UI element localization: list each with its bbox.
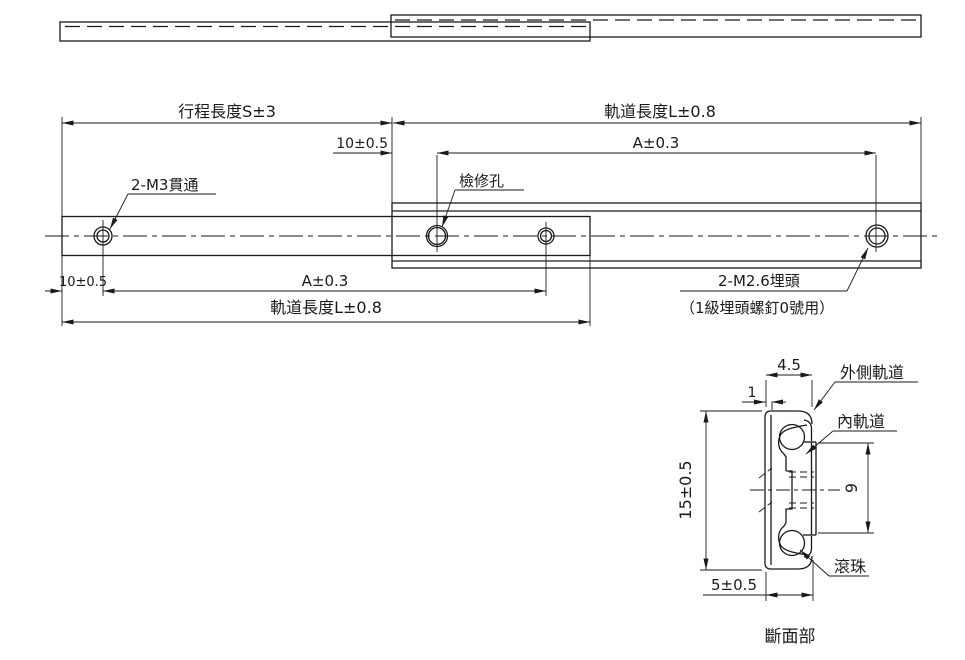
label-m26-note: （1級埋頭螺釘0號用） [680, 299, 834, 317]
dim-offset-top: 10±0.5 [336, 136, 388, 152]
plan-extension-lines [61, 117, 922, 326]
top-view-inner-rail [59, 21, 591, 42]
hole-m26-countersunk [865, 224, 889, 248]
plan-dimension-lines [45, 120, 921, 325]
label-ball: 滾珠 [834, 557, 866, 576]
plan-outer-rail [391, 202, 922, 269]
dim-section-lip: 1 [748, 385, 757, 401]
dim-section-height: 15±0.5 [676, 460, 695, 519]
dim-section-width-top: 4.5 [777, 356, 801, 374]
section-ball-top [778, 423, 806, 451]
dim-section-width-bottom: 5±0.5 [711, 576, 757, 594]
dim-stroke-length: 行程長度S±3 [178, 102, 276, 121]
dim-offset-bottom: 10±0.5 [59, 275, 107, 290]
label-m26-countersunk: 2-M2.6埋頭 [718, 272, 800, 290]
section-ball-bottom [778, 529, 806, 557]
section-hidden-lines [758, 467, 814, 513]
label-outer-rail: 外側軌道 [840, 363, 904, 382]
dim-pitch-bottom: A±0.3 [302, 272, 349, 290]
dim-section-inner-height: 9 [842, 483, 861, 493]
label-m3-through: 2-M3貫通 [131, 176, 198, 194]
section-caption: 斷面部 [765, 627, 816, 647]
section-inner-rail [803, 419, 817, 558]
label-inspection-hole: 檢修孔 [459, 172, 504, 190]
dim-rail-length-top: 軌道長度L±0.8 [604, 102, 716, 121]
plan-leaders [109, 189, 869, 292]
dim-rail-length-bottom: 軌道長度L±0.8 [270, 298, 382, 317]
plan-view: 行程長度S±3 軌道長度L±0.8 10±0.5 A±0.3 2-M3貫通 檢修… [45, 102, 941, 326]
top-view-outer-rail [390, 14, 922, 38]
section-leaders [799, 381, 918, 577]
label-inner-rail: 內軌道 [837, 412, 885, 431]
dim-pitch-top: A±0.3 [633, 134, 680, 152]
section-dimension-lines [703, 372, 871, 598]
top-view [59, 14, 922, 42]
section-extension-lines [700, 380, 874, 601]
section-view: 4.5 1 外側軌道 內軌道 15±0.5 9 滾珠 5±0.5 斷面部 [676, 356, 918, 647]
